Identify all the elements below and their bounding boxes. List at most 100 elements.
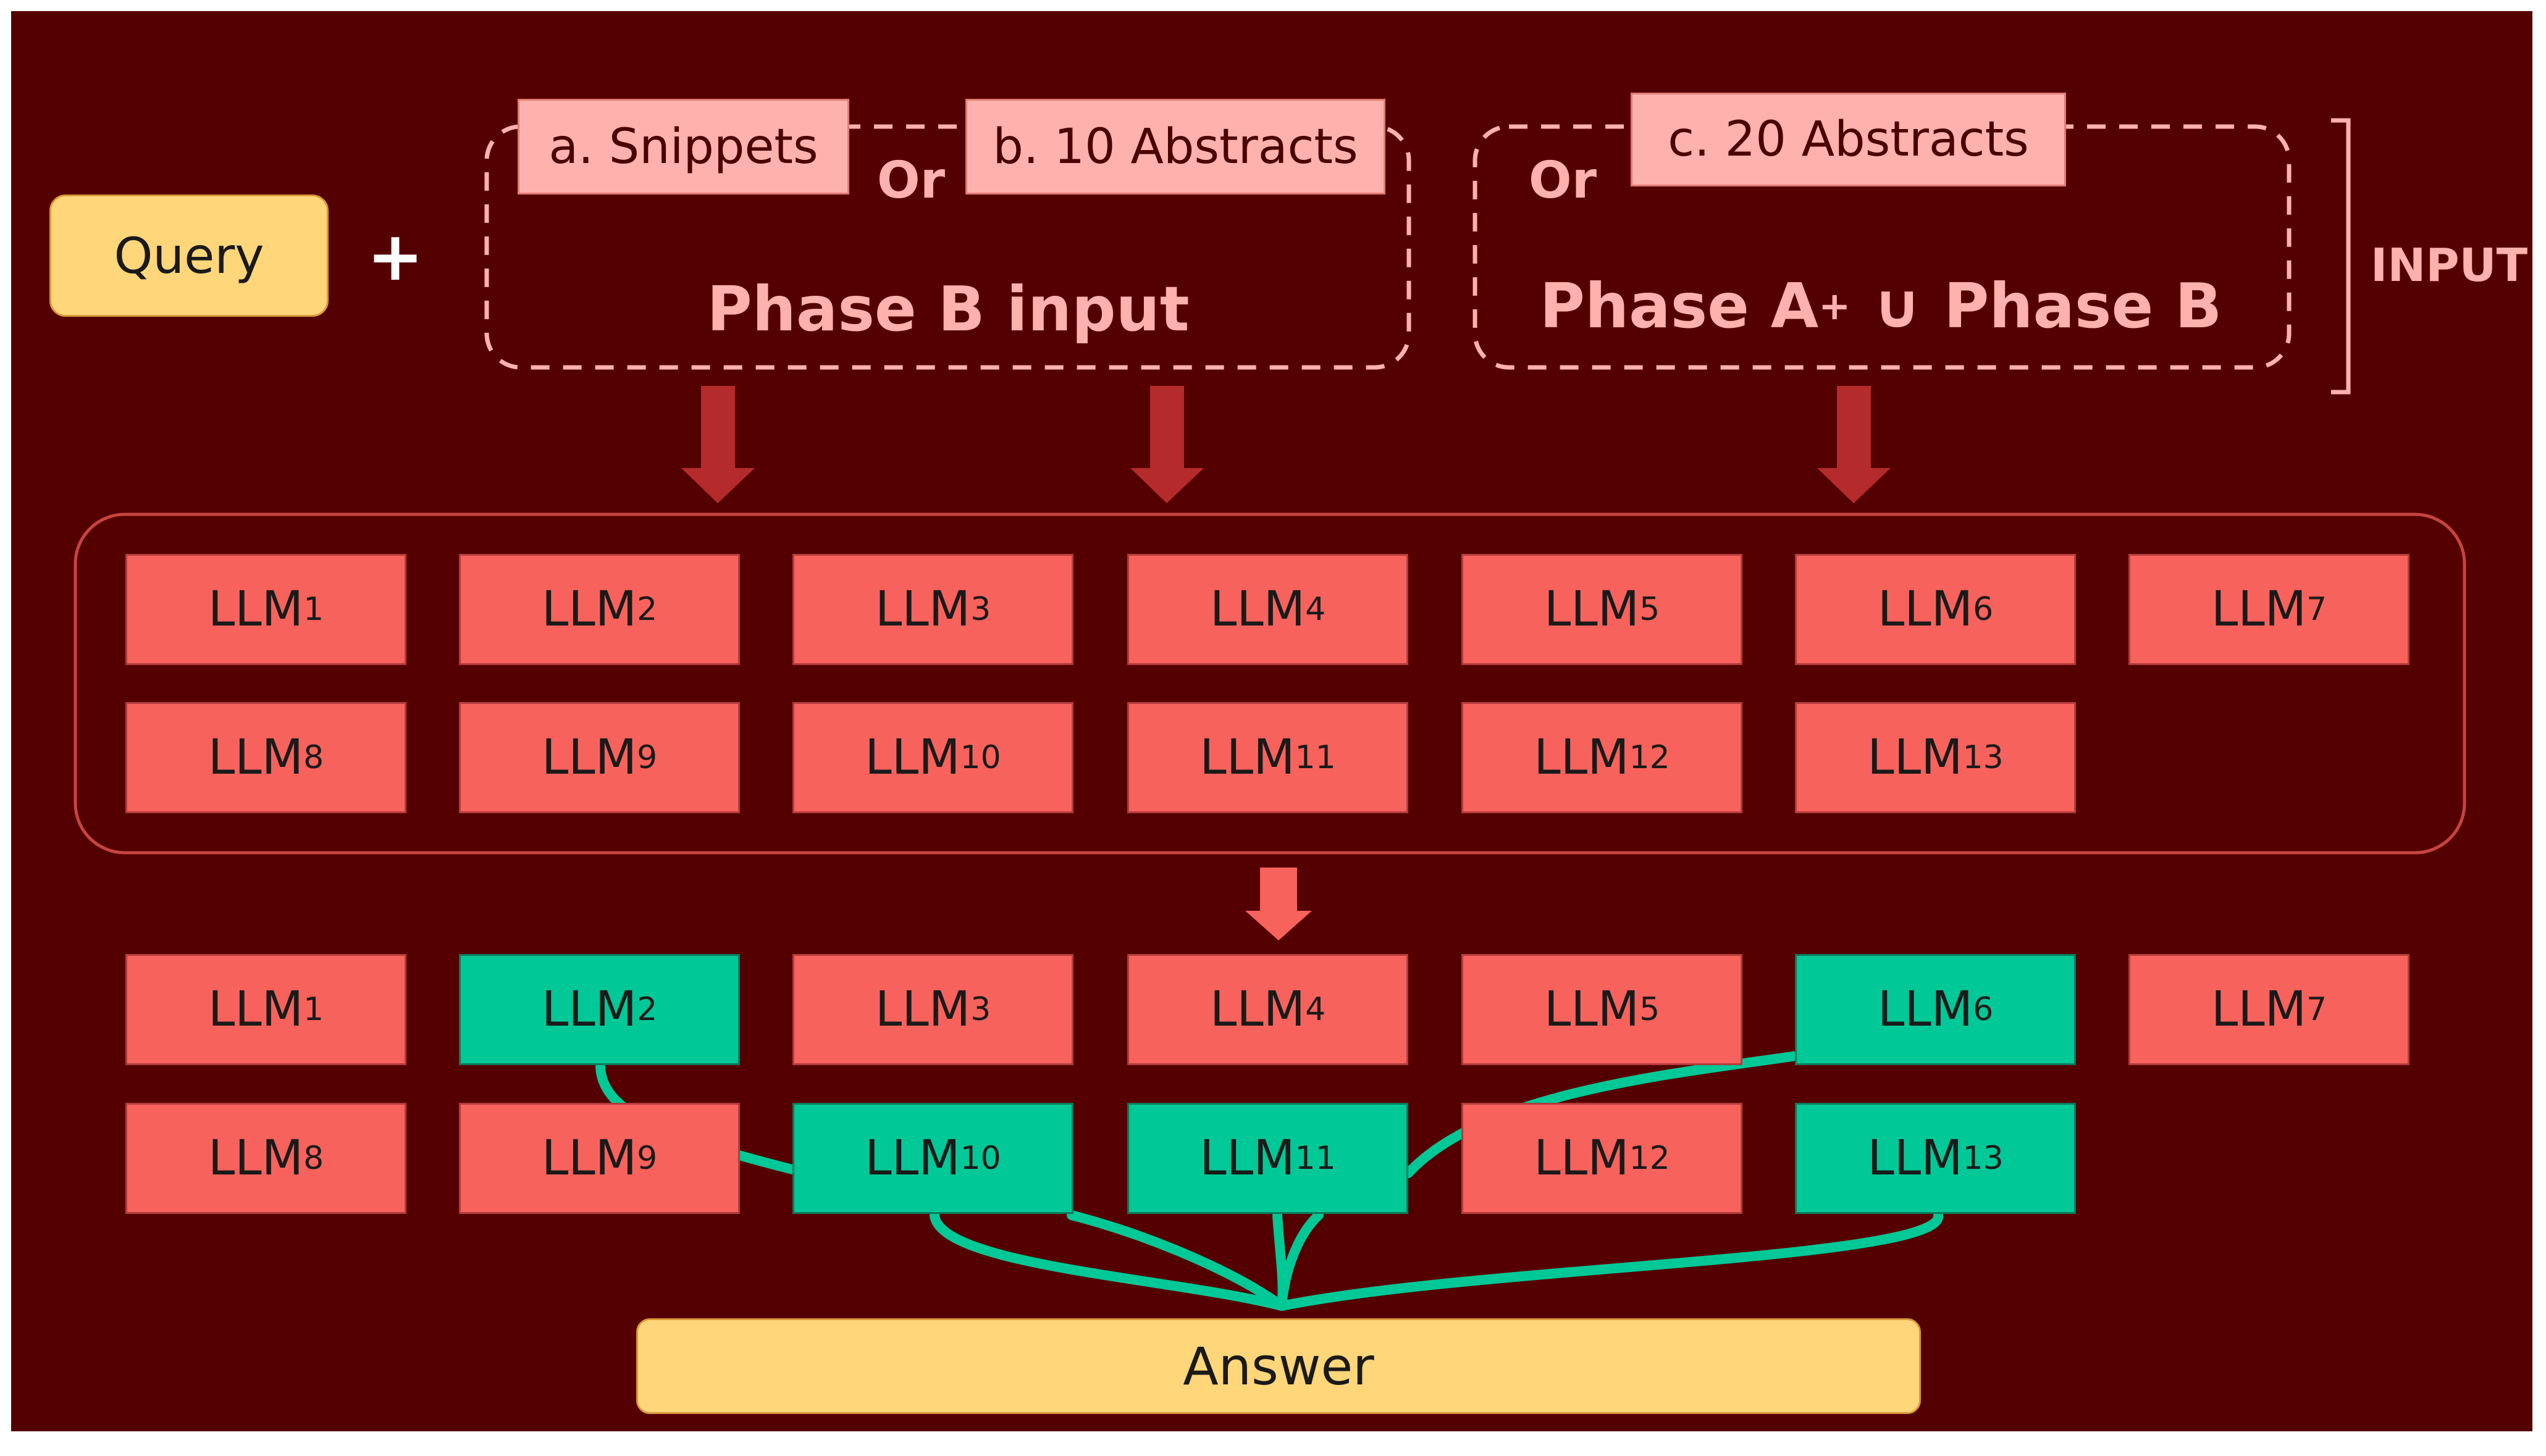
- llm-index: 1: [303, 991, 324, 1028]
- llm-prefix: LLM: [541, 730, 637, 785]
- selection-arrow: [1245, 868, 1312, 940]
- phase-union-group: [1473, 124, 2292, 370]
- llm-index: 3: [970, 591, 991, 628]
- phase-a-plus-sup: +: [1818, 283, 1851, 328]
- llm-index: 8: [303, 739, 324, 776]
- llm-prefix: LLM: [1534, 1131, 1629, 1186]
- llm-prefix: LLM: [1867, 730, 1963, 785]
- llm-prefix: LLM: [865, 730, 960, 785]
- phase-a-text: Phase A: [1539, 269, 1819, 342]
- llm-index: 2: [637, 591, 658, 628]
- llm-index: 3: [970, 991, 991, 1028]
- llm-index: 6: [1973, 991, 1994, 1028]
- llm-index: 9: [637, 1140, 658, 1177]
- input-label: INPUT: [2370, 239, 2528, 292]
- llm-index: 7: [2306, 991, 2327, 1028]
- llm-prefix: LLM: [2211, 582, 2307, 637]
- llm-index: 10: [960, 1140, 1001, 1177]
- llm-prefix: LLM: [1877, 582, 1973, 637]
- llm-prefix: LLM: [1544, 982, 1640, 1037]
- llm-index: 13: [1962, 1140, 2004, 1177]
- llm-index: 6: [1973, 591, 1994, 628]
- llm-prefix: LLM: [541, 1131, 637, 1186]
- llm-index: 12: [1629, 739, 1670, 776]
- llm-index: 2: [637, 991, 658, 1028]
- llm-prefix: LLM: [1209, 982, 1306, 1037]
- llm-prefix: LLM: [865, 1131, 960, 1186]
- connector-llm10b: [1067, 1210, 1287, 1311]
- llm-index: 11: [1295, 739, 1336, 776]
- llm-index: 10: [960, 739, 1001, 776]
- llm-prefix: LLM: [208, 982, 304, 1037]
- connector-llm10: [930, 1210, 1287, 1311]
- llm-prefix: LLM: [1534, 730, 1629, 785]
- llm-prefix: LLM: [1877, 982, 1973, 1037]
- option-c-tag: c. 20 Abstracts: [1631, 93, 2066, 186]
- llm-prefix: LLM: [1199, 1131, 1295, 1186]
- llm-prefix: LLM: [2211, 982, 2307, 1037]
- phase-b-input-label: Phase B input: [707, 272, 1190, 345]
- llm-index: 1: [303, 591, 324, 628]
- llm-prefix: LLM: [1199, 730, 1295, 785]
- option-b-tag: b. 10 Abstracts: [965, 99, 1385, 195]
- ensemble-container: [74, 513, 2466, 855]
- or-label-2: Or: [1528, 151, 1597, 210]
- input-bracket: [2331, 118, 2351, 395]
- query-label: Query: [114, 227, 264, 285]
- down-arrow-a: [681, 386, 755, 503]
- answer-box: Answer: [636, 1318, 1921, 1414]
- or-label-1: Or: [876, 151, 946, 210]
- llm-prefix: LLM: [541, 982, 637, 1037]
- plus-sign: +: [366, 217, 424, 296]
- llm-prefix: LLM: [1544, 582, 1640, 637]
- llm-prefix: LLM: [208, 582, 304, 637]
- phase-union-label: Phase A+ ∪ Phase B: [1495, 259, 2267, 352]
- llm-index: 12: [1629, 1140, 1670, 1177]
- llm-index: 9: [637, 739, 658, 776]
- connector-llm11b: [1277, 1210, 1324, 1311]
- llm-index: 4: [1305, 591, 1326, 628]
- phase-b-input-group: [484, 124, 1411, 370]
- down-arrow-b: [1130, 386, 1204, 503]
- llm-prefix: LLM: [541, 582, 637, 637]
- llm-index: 11: [1295, 1140, 1336, 1177]
- query-box: Query: [49, 195, 329, 317]
- llm-index: 4: [1305, 991, 1326, 1028]
- llm-prefix: LLM: [875, 582, 971, 637]
- llm-index: 5: [1639, 591, 1660, 628]
- llm-index: 8: [303, 1140, 324, 1177]
- llm-prefix: LLM: [208, 1131, 304, 1186]
- llm-index: 7: [2306, 591, 2327, 628]
- connector-llm13: [1277, 1210, 1943, 1311]
- answer-label: Answer: [1183, 1336, 1374, 1397]
- llm-index: 13: [1962, 739, 2004, 776]
- llm-prefix: LLM: [208, 730, 304, 785]
- option-a-tag: a. Snippets: [518, 99, 849, 195]
- llm-prefix: LLM: [1209, 582, 1306, 637]
